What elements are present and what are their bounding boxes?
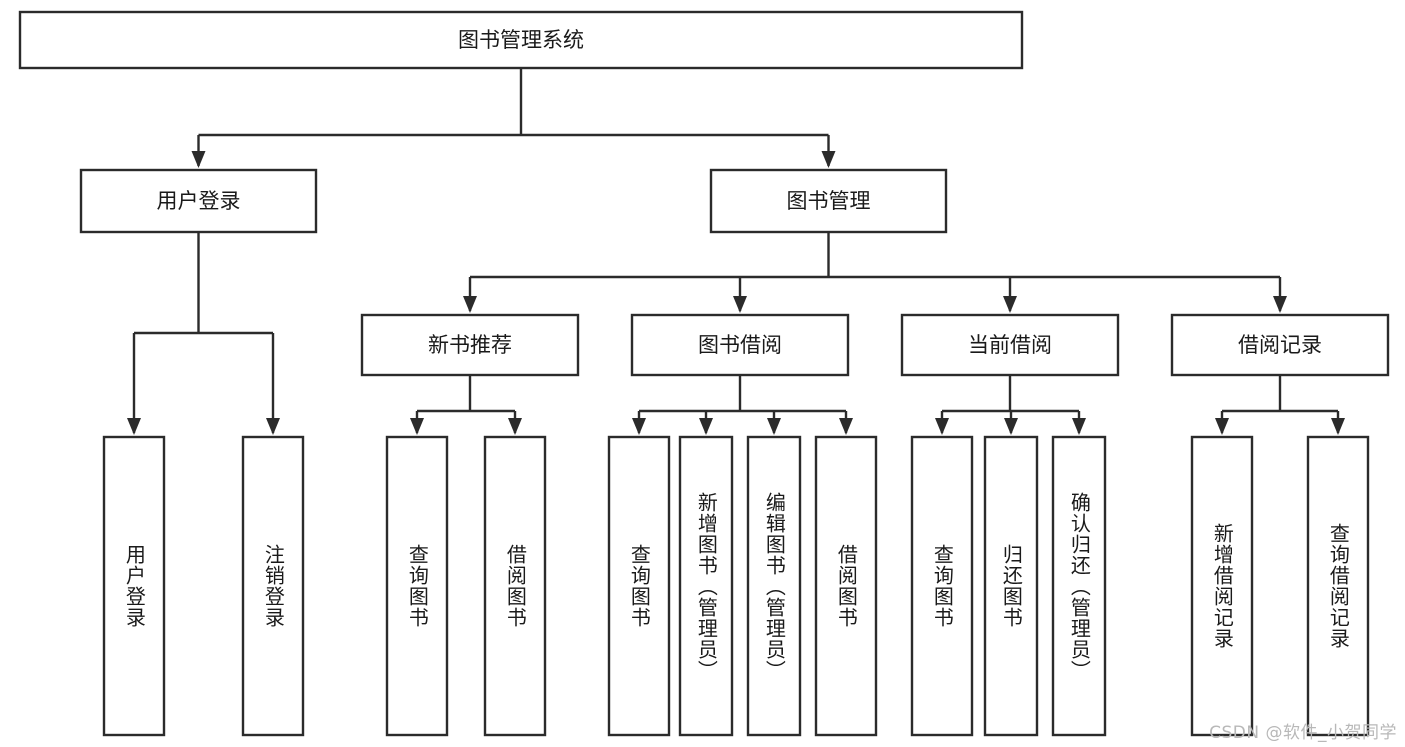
node-leaf-edit-book[interactable] <box>746 435 802 737</box>
node-label-new-book-recommend: 新书推荐 <box>428 333 512 357</box>
node-leaf-query-record[interactable] <box>1306 435 1370 737</box>
arrow-head-icon-leaf-borrow-book-2 <box>839 418 853 435</box>
arrow-head-icon-leaf-edit-book <box>767 418 781 435</box>
arrow-head-icon-leaf-query-record <box>1331 418 1345 435</box>
arrow-head-icon-leaf-query-book-1 <box>410 418 424 435</box>
node-leaf-query-book-3[interactable] <box>910 435 974 737</box>
arrow-head-icon-leaf-return-book <box>1004 418 1018 435</box>
node-leaf-user-login[interactable] <box>102 435 166 737</box>
arrow-head-icon-leaf-user-login <box>127 418 141 435</box>
node-borrow-record[interactable] <box>1170 313 1390 377</box>
node-label-user-login: 用户登录 <box>157 189 241 213</box>
node-book-manage[interactable] <box>709 168 948 234</box>
arrow-head-icon-user-login <box>191 151 206 168</box>
node-label-current-borrow: 当前借阅 <box>968 333 1052 357</box>
boxes-layer <box>18 10 1390 737</box>
node-leaf-add-record[interactable] <box>1190 435 1254 737</box>
arrow-head-icon-leaf-borrow-book-1 <box>508 418 522 435</box>
node-label-root: 图书管理系统 <box>458 28 584 52</box>
node-leaf-borrow-book-2[interactable] <box>814 435 878 737</box>
arrow-head-icon-leaf-query-book-3 <box>935 418 949 435</box>
arrow-head-icon-leaf-add-record <box>1215 418 1229 435</box>
node-leaf-query-book-1[interactable] <box>385 435 449 737</box>
node-leaf-confirm-return[interactable] <box>1051 435 1107 737</box>
node-current-borrow[interactable] <box>900 313 1120 377</box>
node-book-borrow[interactable] <box>630 313 850 377</box>
connectors-layer <box>127 68 1345 435</box>
node-new-book-recommend[interactable] <box>360 313 580 377</box>
watermark: CSDN @软件_小贺同学 <box>1209 723 1397 743</box>
arrow-head-icon-leaf-logout <box>266 418 280 435</box>
node-leaf-return-book[interactable] <box>983 435 1039 737</box>
arrow-head-icon-book-borrow <box>733 296 747 313</box>
node-root-title[interactable] <box>18 10 1024 70</box>
node-label-borrow-record: 借阅记录 <box>1238 333 1322 357</box>
arrow-head-icon-leaf-query-book-2 <box>632 418 646 435</box>
arrow-head-icon-new-book-recommend <box>463 296 477 313</box>
arrow-head-icon-book-manage <box>821 151 836 168</box>
arrow-head-icon-leaf-confirm-return <box>1072 418 1086 435</box>
node-leaf-logout[interactable] <box>241 435 305 737</box>
arrow-head-icon-current-borrow <box>1003 296 1017 313</box>
node-leaf-add-book[interactable] <box>678 435 734 737</box>
arrow-head-icon-leaf-add-book <box>699 418 713 435</box>
node-label-book-borrow: 图书借阅 <box>698 333 782 357</box>
node-leaf-query-book-2[interactable] <box>607 435 671 737</box>
node-label-book-manage: 图书管理 <box>787 189 871 213</box>
node-leaf-borrow-book-1[interactable] <box>483 435 547 737</box>
arrow-head-icon-borrow-record <box>1273 296 1287 313</box>
node-user-login[interactable] <box>79 168 318 234</box>
